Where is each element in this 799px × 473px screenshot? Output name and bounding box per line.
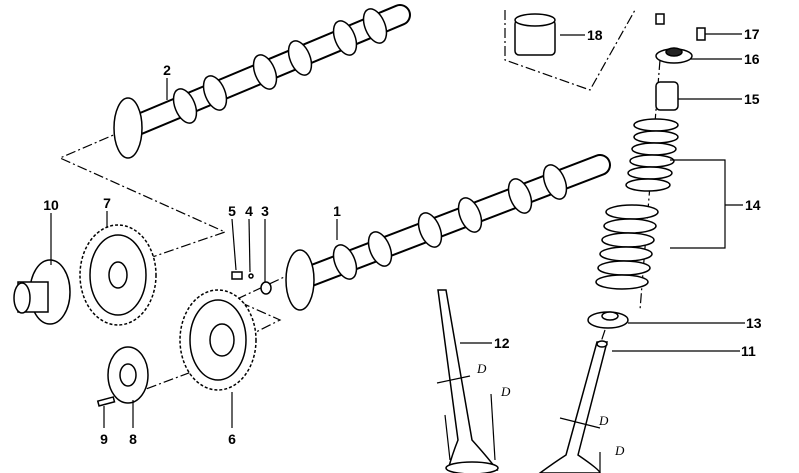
dimension-d-label: D (598, 413, 609, 428)
retainer-16 (655, 47, 693, 64)
callout-labels: 1 2 3 4 5 6 7 8 9 10 11 12 13 14 15 16 1… (43, 26, 762, 447)
camshaft-2 (113, 4, 411, 159)
callout-18: 18 (587, 27, 603, 43)
valve-11 (538, 340, 608, 473)
callout-2: 2 (163, 62, 171, 78)
callout-3: 3 (261, 203, 269, 219)
dimension-d-label: D (476, 361, 487, 376)
callout-10: 10 (43, 197, 59, 213)
dimension-d-label: D (614, 443, 625, 458)
callout-14: 14 (745, 197, 761, 213)
tappet-18 (514, 13, 556, 56)
callout-6: 6 (228, 431, 236, 447)
callout-17: 17 (744, 26, 760, 42)
callout-4: 4 (245, 203, 253, 219)
callout-11: 11 (741, 343, 756, 359)
callout-9: 9 (100, 431, 108, 447)
sprocket-7 (79, 224, 157, 326)
camshaft-1 (285, 154, 611, 311)
springs-14 (595, 118, 679, 290)
callout-8: 8 (129, 431, 137, 447)
callout-15: 15 (744, 91, 760, 107)
sprocket-6 (179, 289, 257, 391)
callout-7: 7 (103, 195, 111, 211)
dimension-labels: D D D D (476, 361, 625, 458)
small-parts-3-4-5 (231, 271, 272, 295)
callout-5: 5 (228, 203, 236, 219)
callout-16: 16 (744, 51, 760, 67)
callout-13: 13 (746, 315, 762, 331)
hub-10 (13, 259, 71, 325)
callout-12: 12 (494, 335, 510, 351)
seal-15 (655, 81, 679, 111)
leader-lines (50, 33, 745, 473)
flange-8-bolt-9 (96, 346, 149, 407)
dimension-d-label: D (500, 384, 511, 399)
assembly-lines (58, 9, 661, 396)
spring-seat-13 (587, 311, 629, 329)
keepers-17 (655, 13, 706, 41)
callout-1: 1 (333, 203, 341, 219)
valve-12 (437, 289, 499, 473)
